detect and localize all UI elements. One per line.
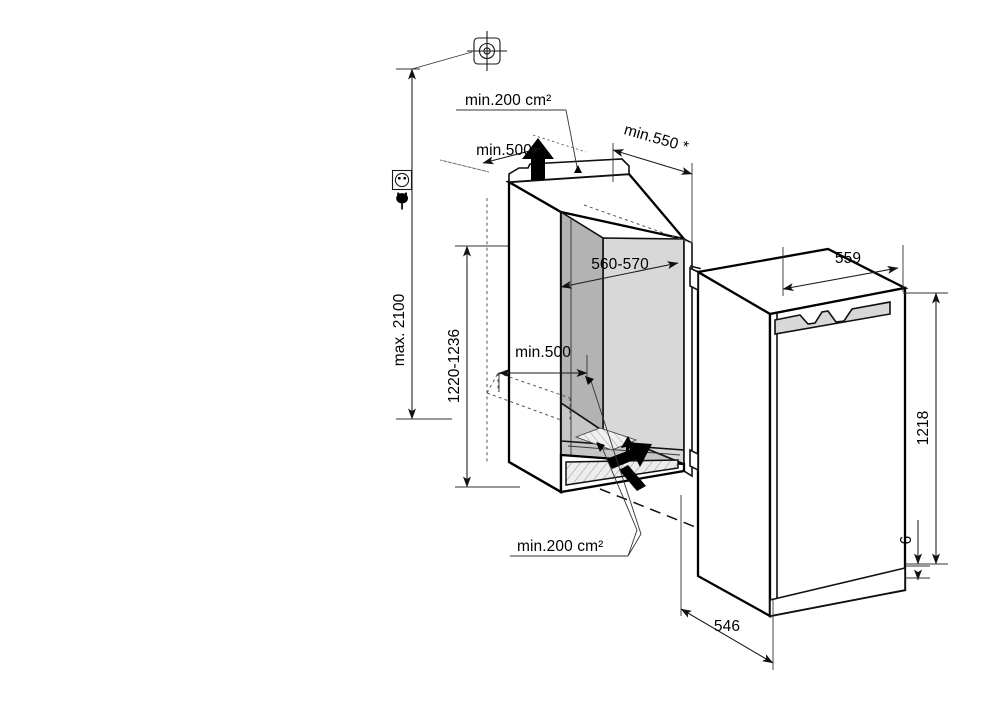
callout-vent-bottom [510,376,642,557]
callout-vent-top [456,109,582,173]
label-clearance-bottom: min.500 [515,344,571,361]
dimension-appliance-height [903,292,948,565]
label-appliance-width: 559 [835,250,861,267]
label-clearance-top: min.500 [476,142,532,159]
dimension-niche-height [455,245,520,488]
label-niche-width: 560-570 [591,256,649,273]
dimension-clearance-bottom [498,355,588,392]
dimension-niche-width [560,261,679,289]
vent-intake-arrow-icon [621,436,635,452]
floor-hidden-line-2 [497,372,571,399]
floor-hidden-line-5 [486,372,499,394]
dimension-appliance-depth [680,495,774,670]
niche-top-hidden-diag [583,204,693,244]
appliance-door-handle-recess [774,301,891,335]
dimension-max-height [396,68,452,420]
label-vent-bottom-area: min.200 cm² [517,538,603,555]
floor-hidden-line-1 [486,392,562,421]
niche-floor-front-edge-inner [567,445,681,456]
appliance-left-side [696,269,772,618]
label-appliance-depth: 546 [714,618,740,635]
label-vent-top-area: min.200 cm² [465,92,551,109]
appliance-hinge-notch-top [689,266,699,292]
cabinet-right-stile [683,237,693,478]
dimension-appliance-width [782,245,904,296]
appliance-door-face [768,286,907,618]
label-niche-height: 1220-1236 [446,329,463,403]
cabinet-left-side-panel [507,180,563,494]
dimension-depth-min [612,143,693,243]
dimension-plinth-gap [905,520,930,581]
label-max-height: max. 2100 [391,293,408,366]
crosshair-target-icon [467,31,507,71]
cabinet-side-bottom-bevel [508,461,562,493]
appliance-hinge-notch-bottom [689,448,699,472]
crosshair-leader-line [411,51,473,70]
label-plinth-gap: 6 [898,536,915,545]
label-appliance-height: 1218 [915,411,932,445]
dimension-clearance-top [439,134,587,173]
power-plug-icon [396,192,408,210]
